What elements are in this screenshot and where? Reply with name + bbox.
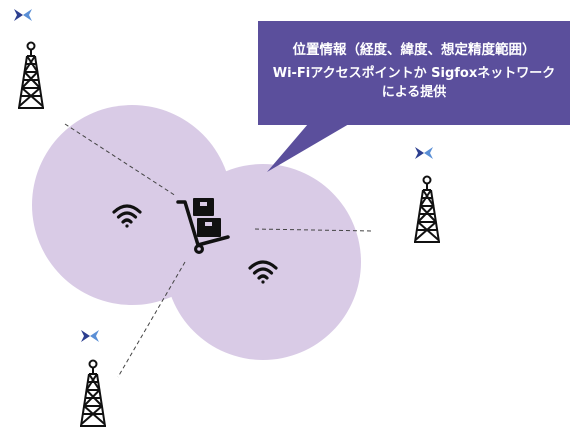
callout-description-line2: による提供	[381, 85, 447, 100]
antenna-tower-icon	[79, 359, 107, 427]
hand-truck-with-boxes-icon	[176, 198, 230, 254]
sigfox-logo-icon	[81, 330, 99, 342]
callout-title: 位置情報（経度、緯度、想定精度範囲）	[292, 42, 536, 58]
sigfox-logo-icon	[14, 9, 32, 21]
antenna-tower-icon	[413, 175, 441, 243]
callout-description-line1: Wi-Fiアクセスポイントか Sigfoxネットワーク	[272, 66, 556, 81]
callout-box	[258, 21, 570, 125]
callout-pointer	[267, 124, 349, 172]
sigfox-logo-icon	[415, 147, 433, 159]
signal-link-bottom-left	[117, 261, 186, 378]
signal-link-top-left	[64, 123, 177, 197]
antenna-tower-icon	[17, 41, 45, 109]
signal-link-right	[254, 228, 373, 232]
